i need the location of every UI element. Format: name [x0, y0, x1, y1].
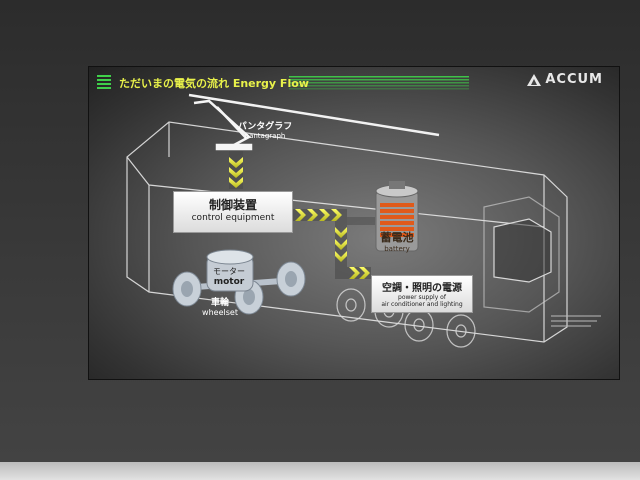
- train-body-outline: [126, 121, 568, 343]
- control-equipment-box: 制御装置 control equipment: [173, 191, 293, 233]
- side-caption-decoration: [551, 315, 601, 327]
- control-label-jp: 制御装置: [208, 198, 257, 212]
- motor-label-en: motor: [213, 277, 245, 287]
- pantograph-icon: [193, 99, 253, 151]
- accum-logo-icon: [527, 73, 542, 86]
- control-label-en: control equipment: [191, 213, 275, 223]
- header-stripes-right: [289, 76, 469, 90]
- flow-arrow-control-to-power: [293, 209, 371, 279]
- motor-label: モーター motor: [209, 266, 249, 287]
- pantograph-label: パンタグラフ pantagraph: [235, 119, 295, 140]
- brand-name: ACCUM: [545, 72, 603, 87]
- motor-icon: [206, 249, 254, 292]
- battery-icon: [375, 181, 419, 252]
- diagram-canvas: [97, 75, 601, 348]
- power-label-en-1: power supply of: [398, 294, 446, 301]
- page-title: ただいまの電気の流れ Energy Flow: [119, 77, 309, 90]
- power-label-jp: 空調・照明の電源: [382, 283, 462, 294]
- flow-arrow-pantograph-to-control: [229, 151, 243, 189]
- display-screen: ただいまの電気の流れ Energy Flow ACCUM パンタグラフ pant…: [88, 66, 620, 380]
- pantograph-label-jp: パンタグラフ: [237, 122, 293, 132]
- brand-logo: ACCUM: [527, 72, 603, 87]
- power-label-en-2: air conditioner and lighting: [381, 301, 463, 308]
- pantograph-label-en: pantagraph: [244, 132, 286, 140]
- wall-trim: [0, 462, 640, 480]
- header-stripes-left: [97, 75, 111, 89]
- overhead-wire: [188, 93, 440, 137]
- battery-label-jp: 蓄電池: [380, 231, 414, 244]
- power-supply-box: 空調・照明の電源 power supply of air conditioner…: [371, 275, 473, 313]
- flow-arrow-to-battery: [347, 217, 375, 225]
- battery-label-en: battery: [384, 245, 410, 253]
- battery-label: 蓄電池 battery: [372, 229, 422, 253]
- motor-label-jp: モーター: [213, 267, 245, 276]
- wheelset-label-jp: 車輪: [210, 298, 229, 308]
- wheelset-label-en: wheelset: [202, 308, 238, 317]
- wheelset-label: 車輪 wheelset: [195, 295, 245, 317]
